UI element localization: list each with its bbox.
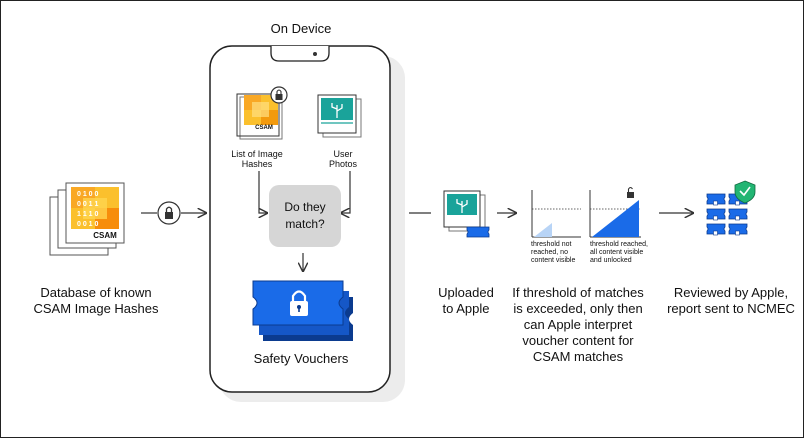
database-hash-cards: 0 1 0 0 0 0 1 1 1 1 1 0 0 0 1 0	[49, 182, 125, 256]
decision-box	[269, 185, 341, 247]
vouchers-label: Safety Vouchers	[253, 351, 349, 366]
voucher-icon	[252, 280, 353, 341]
uploaded-label: Uploaded to Apple	[438, 285, 494, 316]
database-bits-row-3: 1 1 1 0	[77, 211, 99, 218]
hash-list-tag: CSAM	[255, 125, 273, 131]
database-label: Database of known CSAM Image Hashes	[33, 285, 159, 316]
hash-list-card	[236, 86, 288, 140]
database-bits-row-1: 0 1 0 0	[77, 191, 99, 198]
database-bits-row-4: 0 0 1 0	[77, 221, 99, 228]
shield-check-icon	[734, 180, 756, 204]
threshold-reached-chart	[589, 186, 641, 238]
photo-icon	[317, 94, 362, 138]
review-label: Reviewed by Apple, report sent to NCMEC	[667, 285, 795, 316]
hash-list-label: List of Image Hashes	[231, 149, 283, 169]
threshold-not-reached-caption: threshold not reached, no content visibl…	[531, 241, 576, 264]
threshold-label: If threshold of matches is exceeded, onl…	[512, 285, 644, 364]
database-card-tag: CSAM	[93, 231, 117, 240]
lock-icon	[141, 201, 181, 225]
decision-text: Do they match?	[284, 200, 326, 231]
on-device-title: On Device	[270, 21, 332, 36]
threshold-reached-caption: threshold reached, all content visible a…	[590, 241, 648, 264]
threshold-not-reached-chart	[531, 190, 581, 238]
user-photos-label: User Photos	[328, 149, 358, 169]
database-bits-row-2: 0 0 1 1	[77, 201, 99, 208]
uploaded-photo-icon	[443, 190, 490, 238]
